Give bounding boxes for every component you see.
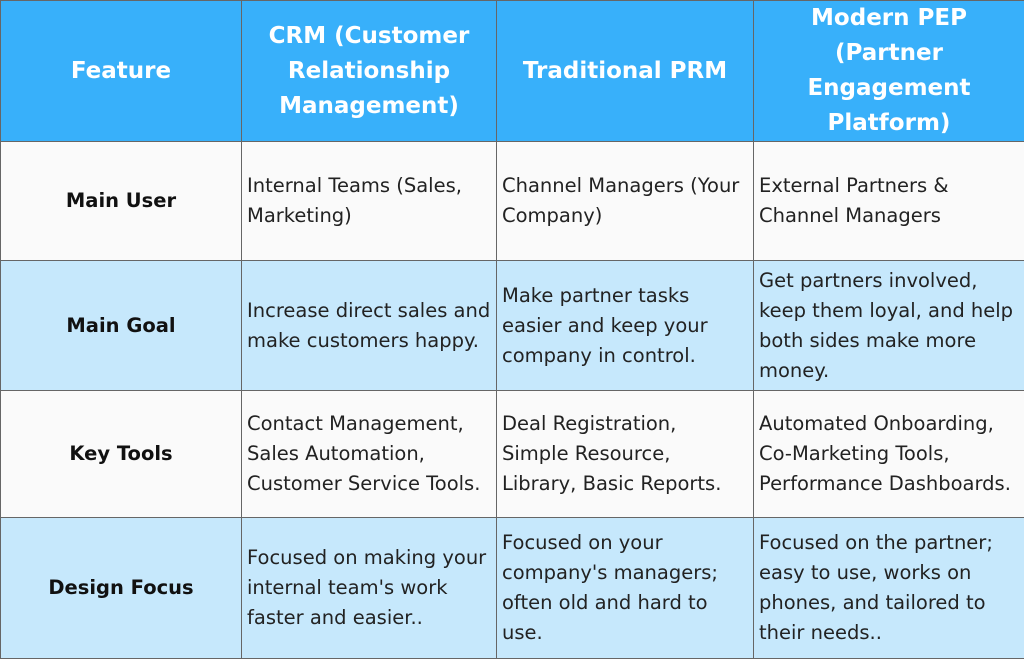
crm-cell: Contact Management, Sales Automation, Cu… (242, 391, 497, 518)
feature-cell: Main User (1, 142, 242, 261)
table-row: Design Focus Focused on making your inte… (1, 518, 1024, 659)
header-crm: CRM (Customer Relationship Management) (242, 1, 497, 142)
prm-cell: Make partner tasks easier and keep your … (497, 261, 754, 391)
table-row: Main Goal Increase direct sales and make… (1, 261, 1024, 391)
header-row: Feature CRM (Customer Relationship Manag… (1, 1, 1024, 142)
table-row: Key Tools Contact Management, Sales Auto… (1, 391, 1024, 518)
header-pep: Modern PEP (Partner Engagement Platform) (754, 1, 1024, 142)
crm-cell: Increase direct sales and make customers… (242, 261, 497, 391)
pep-cell: Automated Onboarding, Co-Marketing Tools… (754, 391, 1024, 518)
feature-cell: Design Focus (1, 518, 242, 659)
feature-cell: Main Goal (1, 261, 242, 391)
pep-cell: Focused on the partner; easy to use, wor… (754, 518, 1024, 659)
crm-cell: Internal Teams (Sales, Marketing) (242, 142, 497, 261)
prm-cell: Deal Registration, Simple Resource, Libr… (497, 391, 754, 518)
pep-cell: Get partners involved, keep them loyal, … (754, 261, 1024, 391)
prm-cell: Channel Managers (Your Company) (497, 142, 754, 261)
prm-cell: Focused on your company's managers; ofte… (497, 518, 754, 659)
crm-cell: Focused on making your internal team's w… (242, 518, 497, 659)
header-feature: Feature (1, 1, 242, 142)
header-prm: Traditional PRM (497, 1, 754, 142)
feature-cell: Key Tools (1, 391, 242, 518)
pep-cell: External Partners & Channel Managers (754, 142, 1024, 261)
table-row: Main User Internal Teams (Sales, Marketi… (1, 142, 1024, 261)
